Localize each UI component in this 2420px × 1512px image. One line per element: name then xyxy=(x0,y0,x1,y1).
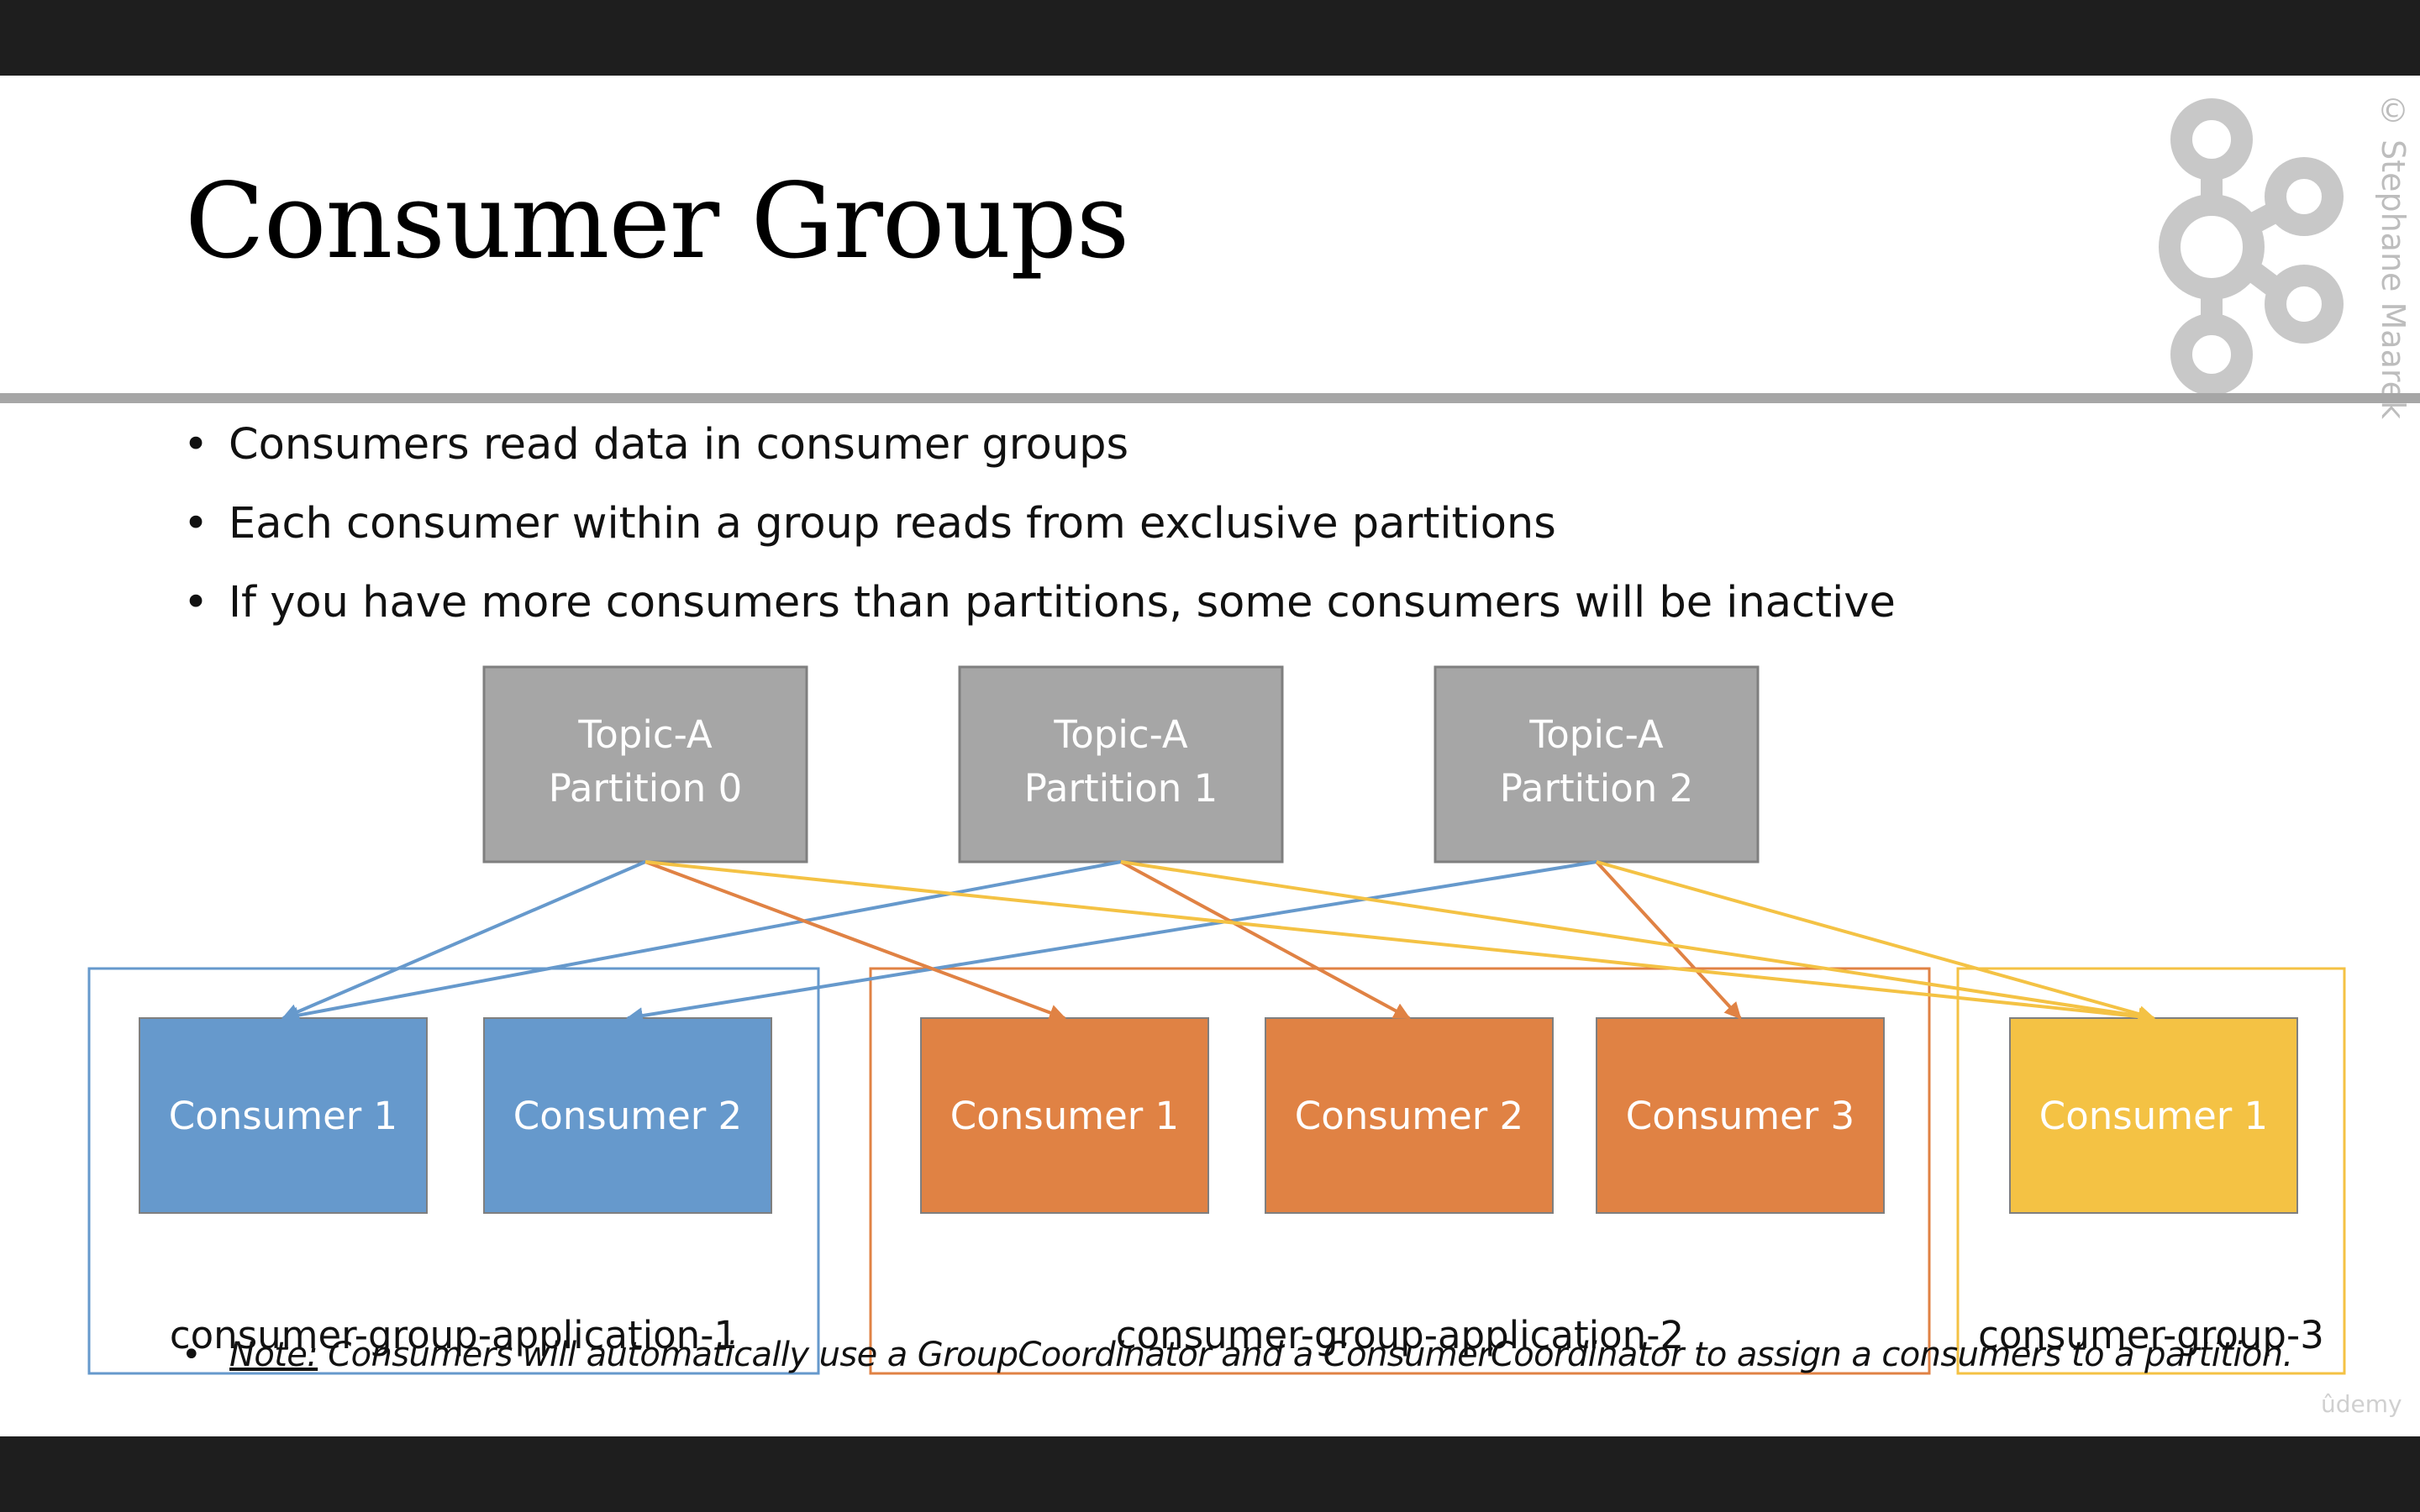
partition-topic-label: Topic-A xyxy=(577,712,712,757)
assignment-arrow xyxy=(281,860,646,1021)
assignment-arrow xyxy=(644,860,2155,1026)
page-title: Consumer Groups xyxy=(185,161,1129,282)
consumer-group-box xyxy=(1956,967,2346,1375)
bullet-text: If you have more consumers than partitio… xyxy=(229,578,1896,627)
slide: Consumer Groups © Stephane Maarek Consum… xyxy=(0,76,2420,1436)
consumer-label: Consumer 3 xyxy=(1626,1094,1854,1138)
bullet-item: Each consumer within a group reads from … xyxy=(176,499,1556,549)
bullet-text: Consumers read data in consumer groups xyxy=(229,420,1129,470)
udemy-watermark: ûdemy xyxy=(2321,1390,2402,1418)
consumer-group-box xyxy=(87,967,820,1375)
note-label: Note: xyxy=(229,1336,318,1374)
consumer-box xyxy=(139,1017,428,1214)
note-line: • Note: Consumers will automatically use … xyxy=(182,1336,2293,1374)
bullet-item: If you have more consumers than partitio… xyxy=(176,578,1896,627)
assignment-arrow xyxy=(1596,860,2155,1022)
bullet-dot: • xyxy=(182,1336,202,1374)
consumer-group-label: consumer-group-3 xyxy=(1978,1313,2324,1357)
consumer-box xyxy=(920,1017,1209,1214)
consumer-group-box xyxy=(869,967,1931,1375)
consumer-label: Consumer 1 xyxy=(169,1094,397,1138)
bullet-item: Consumers read data in consumer groups xyxy=(176,420,1128,470)
consumer-label: Consumer 1 xyxy=(2039,1094,2268,1138)
kafka-logo-icon xyxy=(2159,98,2344,396)
copyright-watermark: © Stephane Maarek xyxy=(2375,92,2412,420)
assignment-arrow xyxy=(1120,860,2155,1025)
partition-number-label: Partition 2 xyxy=(1500,766,1693,811)
partition-box xyxy=(482,665,808,864)
consumer-group-diagram: consumer-group-application-1 consumer-gro… xyxy=(87,665,2346,1375)
consumer-group-label: consumer-group-application-2 xyxy=(1116,1313,1684,1357)
consumer-box xyxy=(1596,1017,1885,1214)
assignment-arrow xyxy=(281,860,1122,1024)
partition-box xyxy=(1434,665,1760,864)
consumer-label: Consumer 1 xyxy=(950,1094,1179,1138)
consumer-group-label: consumer-group-application-1 xyxy=(170,1313,738,1357)
partition-box xyxy=(958,665,1284,864)
consumer-box xyxy=(1265,1017,1554,1214)
assignment-arrow xyxy=(644,860,1066,1021)
assignment-arrow xyxy=(626,860,1597,1025)
assignment-arrow xyxy=(1595,860,1742,1020)
consumer-label: Consumer 2 xyxy=(1295,1094,1523,1138)
consumer-box xyxy=(483,1017,772,1214)
bullet-text: Each consumer within a group reads from … xyxy=(229,499,1556,549)
consumer-box xyxy=(2009,1017,2298,1214)
partition-topic-label: Topic-A xyxy=(1053,712,1187,757)
partition-topic-label: Topic-A xyxy=(1528,712,1663,757)
title-divider xyxy=(0,393,2420,403)
partition-number-label: Partition 0 xyxy=(549,766,742,811)
consumer-label: Consumer 2 xyxy=(513,1094,742,1138)
note-text: Consumers will automatically use a Group… xyxy=(318,1336,2293,1374)
assignment-arrow xyxy=(1120,860,1411,1020)
partition-number-label: Partition 1 xyxy=(1024,766,1218,811)
